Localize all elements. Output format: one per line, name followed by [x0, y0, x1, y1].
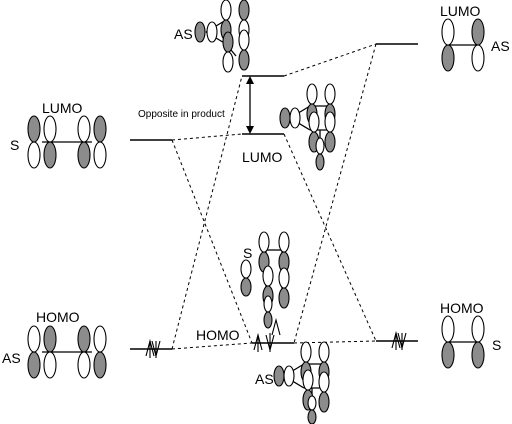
center-bottom-orbital-diagram: [273, 341, 330, 424]
right-homo-label: HOMO: [440, 300, 484, 316]
center-top-orbital-diagram: [194, 0, 250, 73]
correlation-line: [293, 43, 377, 344]
center-lumo-label: LUMO: [242, 149, 283, 165]
center-homo-electron-pair: [253, 317, 281, 353]
left-lumo-symmetry: S: [10, 137, 19, 153]
left-homo-symmetry: AS: [2, 350, 21, 366]
center-bottom-symmetry: AS: [255, 371, 274, 387]
correlation-line: [283, 133, 377, 342]
center-homo-label: HOMO: [196, 327, 240, 343]
correlation-line: [283, 43, 377, 77]
left-homo-orbital-diagram: [27, 325, 107, 379]
right-lumo-label: LUMO: [440, 3, 481, 19]
center-lumo-orbital-diagram: [279, 83, 336, 171]
left-lumo-label: LUMO: [42, 100, 83, 116]
right-homo-electron-pair: [391, 330, 407, 351]
annotation-text: Opposite in product: [138, 109, 225, 120]
left-lumo-orbital-diagram: [27, 115, 107, 169]
center-top-symmetry: AS: [174, 26, 193, 42]
center-homo-symmetry: S: [243, 245, 252, 261]
left-homo-label: HOMO: [36, 309, 80, 325]
right-homo-orbital-diagram: [441, 315, 485, 369]
right-lumo-orbital-diagram: [441, 18, 485, 72]
left-homo-electron-pair: [145, 338, 161, 359]
correlation-line: [171, 139, 253, 344]
correlation-line: [171, 342, 253, 350]
correlation-line: [171, 75, 243, 350]
right-homo-symmetry: S: [492, 337, 501, 353]
center-homo-orbital-diagram: [240, 231, 290, 329]
right-lumo-symmetry: AS: [491, 38, 510, 54]
correlation-line: [171, 133, 243, 141]
